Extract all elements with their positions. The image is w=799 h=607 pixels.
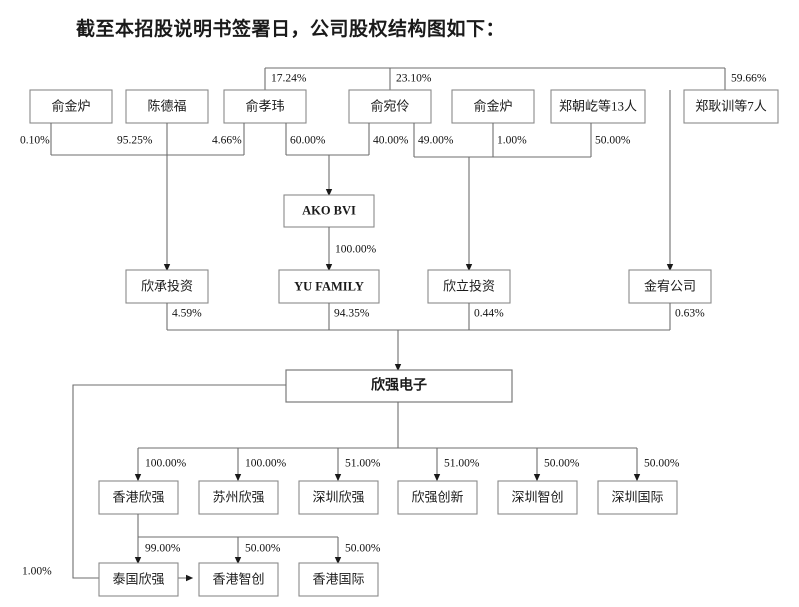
sub-subsidiary-label: 香港智创 xyxy=(212,571,264,586)
shareholder-box-zheng-chaoyi-13[interactable]: 郑朝屹等13人 xyxy=(550,89,646,124)
holding-label: 金宥公司 xyxy=(644,278,696,293)
pct-label-1-00-thailand: 1.00% xyxy=(22,566,52,578)
subsidiary-box-shenzhen-zhichuang[interactable]: 深圳智创 xyxy=(497,480,578,515)
shareholder-label: 郑耿训等7人 xyxy=(695,98,767,113)
holding-box-xincheng-touzi[interactable]: 欣承投资 xyxy=(125,269,209,304)
page-title: 截至本招股说明书签署日，公司股权结构图如下： xyxy=(76,19,506,40)
subsidiary-box-suzhou-xinqiang[interactable]: 苏州欣强 xyxy=(198,480,279,515)
sub-subsidiary-label: 香港国际 xyxy=(312,571,364,586)
edges-holdings-to-company xyxy=(166,303,671,372)
pct-label-4-66: 4.66% xyxy=(212,135,242,147)
pct-label-95-25: 95.25% xyxy=(117,135,153,147)
sub-subsidiary-box-thailand-xinqiang[interactable]: 泰国欣强 xyxy=(98,562,179,597)
pct-label-50-00-d: 50.00% xyxy=(345,543,381,555)
shareholder-box-zheng-gengxun-7[interactable]: 郑耿训等7人 xyxy=(683,89,779,124)
edges-hk-to-sub-subsidiaries xyxy=(134,514,342,565)
pct-label-4-59: 4.59% xyxy=(172,308,202,320)
shareholder-label: 郑朝屹等13人 xyxy=(559,98,637,113)
shareholder-box-yu-jinlu-2[interactable]: 俞金炉 xyxy=(451,89,535,124)
pct-label-0-44: 0.44% xyxy=(474,308,504,320)
pct-label-23-10: 23.10% xyxy=(396,73,432,85)
entity-box-ako-bvi[interactable]: AKO BVI xyxy=(283,194,375,228)
shareholder-box-yu-xiaowei[interactable]: 俞孝玮 xyxy=(223,89,307,124)
shareholder-label: 俞金炉 xyxy=(473,98,512,113)
shareholder-label: 俞金炉 xyxy=(51,98,90,113)
pct-label-100-00-ako: 100.00% xyxy=(335,244,377,256)
pct-label-99-00: 99.00% xyxy=(145,543,181,555)
pct-label-59-66: 59.66% xyxy=(731,73,767,85)
subsidiary-box-shenzhen-xinqiang[interactable]: 深圳欣强 xyxy=(298,480,379,515)
pct-label-51-00-a: 51.00% xyxy=(345,458,381,470)
pct-label-1-00-yujinlu: 1.00% xyxy=(497,135,527,147)
subsidiary-box-xinqiang-chuangxin[interactable]: 欣强创新 xyxy=(397,480,478,515)
subsidiary-label: 深圳智创 xyxy=(511,489,563,504)
sub-subsidiary-box-hk-guoji[interactable]: 香港国际 xyxy=(298,562,379,597)
subsidiary-label: 深圳国际 xyxy=(611,489,663,504)
sub-subsidiary-box-hk-zhichuang[interactable]: 香港智创 xyxy=(198,562,279,597)
sub-subsidiary-label: 泰国欣强 xyxy=(112,571,164,586)
subsidiary-label: 欣强创新 xyxy=(411,489,463,504)
subsidiary-label: 香港欣强 xyxy=(112,489,164,504)
subsidiary-label: 苏州欣强 xyxy=(212,489,264,504)
company-box-xinqiang-dianzi[interactable]: 欣强电子 xyxy=(285,369,513,403)
pct-label-0-63: 0.63% xyxy=(675,308,705,320)
holding-box-jinyou-gongsi[interactable]: 金宥公司 xyxy=(628,269,712,304)
pct-label-40-00: 40.00% xyxy=(373,135,409,147)
shareholder-box-yu-wanling[interactable]: 俞宛伶 xyxy=(348,89,432,124)
pct-label-51-00-b: 51.00% xyxy=(444,458,480,470)
edges-top-bar xyxy=(264,67,726,90)
pct-label-0-10: 0.10% xyxy=(20,135,50,147)
edges-shareholder-drops xyxy=(50,90,674,272)
holding-box-xinli-touzi[interactable]: 欣立投资 xyxy=(427,269,511,304)
holding-label: YU FAMILY xyxy=(294,279,364,293)
holding-label: 欣立投资 xyxy=(443,278,495,293)
pct-label-50-00-a: 50.00% xyxy=(544,458,580,470)
pct-label-50-00-c: 50.00% xyxy=(245,543,281,555)
holding-box-yu-family[interactable]: YU FAMILY xyxy=(278,269,380,304)
shareholder-label: 陈德福 xyxy=(147,98,186,113)
subsidiary-box-shenzhen-guoji[interactable]: 深圳国际 xyxy=(597,480,678,515)
pct-label-17-24: 17.24% xyxy=(271,73,307,85)
pct-label-50-00-zheng: 50.00% xyxy=(595,135,631,147)
pct-label-100-00-hk: 100.00% xyxy=(145,458,187,470)
pct-label-49-00: 49.00% xyxy=(418,135,454,147)
edges-company-to-subsidiaries xyxy=(134,402,641,482)
holding-label: 欣承投资 xyxy=(141,278,193,293)
subsidiary-label: 深圳欣强 xyxy=(312,489,364,504)
pct-label-94-35: 94.35% xyxy=(334,308,370,320)
pct-label-50-00-b: 50.00% xyxy=(644,458,680,470)
shareholder-label: 俞宛伶 xyxy=(370,98,409,113)
shareholder-box-yu-jinlu-1[interactable]: 俞金炉 xyxy=(29,89,113,124)
company-label: 欣强电子 xyxy=(371,377,427,394)
shareholder-box-chen-defu[interactable]: 陈德福 xyxy=(125,89,209,124)
pct-label-60-00: 60.00% xyxy=(290,135,326,147)
subsidiary-box-hk-xinqiang[interactable]: 香港欣强 xyxy=(98,480,179,515)
entity-label: AKO BVI xyxy=(302,203,356,217)
shareholder-label: 俞孝玮 xyxy=(245,98,284,113)
pct-label-100-00-sz: 100.00% xyxy=(245,458,287,470)
